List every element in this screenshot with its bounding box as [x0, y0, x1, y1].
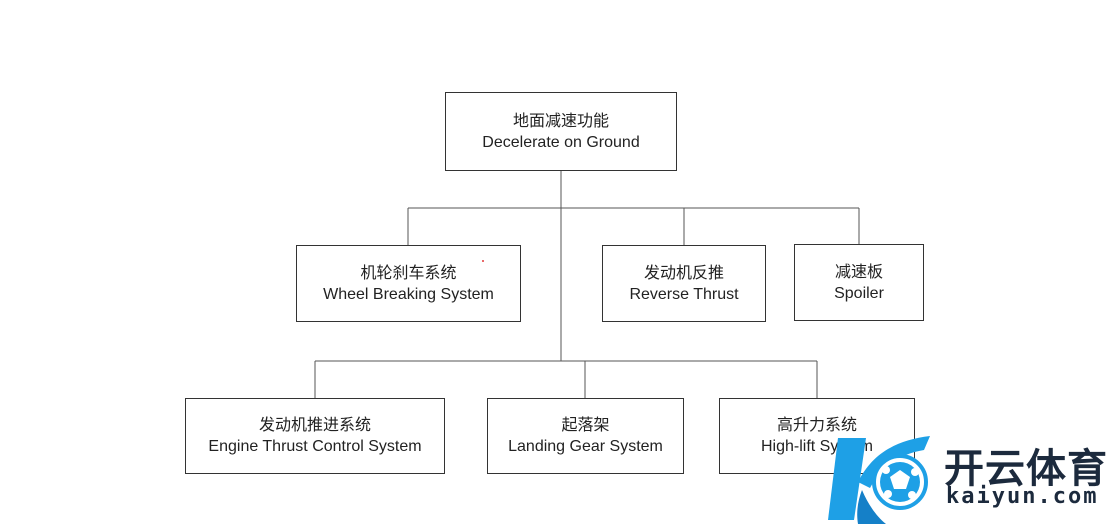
- logo-name-cn: 开云体育: [944, 446, 1108, 492]
- node-label-en: Decelerate on Ground: [482, 133, 640, 151]
- node-label-zh: 发动机反推: [643, 262, 724, 282]
- node-spoiler: 减速板 Spoiler: [794, 244, 924, 321]
- node-reverse-thrust: 发动机反推 Reverse Thrust: [602, 245, 766, 322]
- node-label-zh: 高升力系统: [776, 415, 857, 434]
- node-label-zh: 地面减速功能: [512, 110, 609, 130]
- node-label-en: Reverse Thrust: [629, 285, 739, 303]
- node-label-zh: 减速板: [834, 261, 883, 281]
- node-wheel-braking: 机轮刹车系统 Wheel Breaking System: [296, 245, 521, 322]
- node-label-en: Wheel Breaking System: [323, 285, 494, 303]
- node-label-zh: 发动机推进系统: [258, 415, 371, 434]
- stray-red-dot: [482, 260, 484, 262]
- node-engine-thrust-control: 发动机推进系统 Engine Thrust Control System: [185, 398, 445, 474]
- node-label-zh: 起落架: [561, 415, 610, 434]
- node-label-zh: 机轮刹车系统: [360, 262, 457, 282]
- node-label-en: Spoiler: [834, 284, 884, 302]
- node-label-en: Landing Gear System: [508, 438, 663, 455]
- watermark-logo: 开云体育 kaiyun.com: [828, 432, 1113, 527]
- k-ball-icon: [828, 436, 930, 524]
- root-node: 地面减速功能 Decelerate on Ground: [445, 92, 677, 171]
- logo-domain: kaiyun.com: [946, 484, 1099, 509]
- node-label-en: Engine Thrust Control System: [208, 438, 422, 455]
- node-landing-gear: 起落架 Landing Gear System: [487, 398, 684, 474]
